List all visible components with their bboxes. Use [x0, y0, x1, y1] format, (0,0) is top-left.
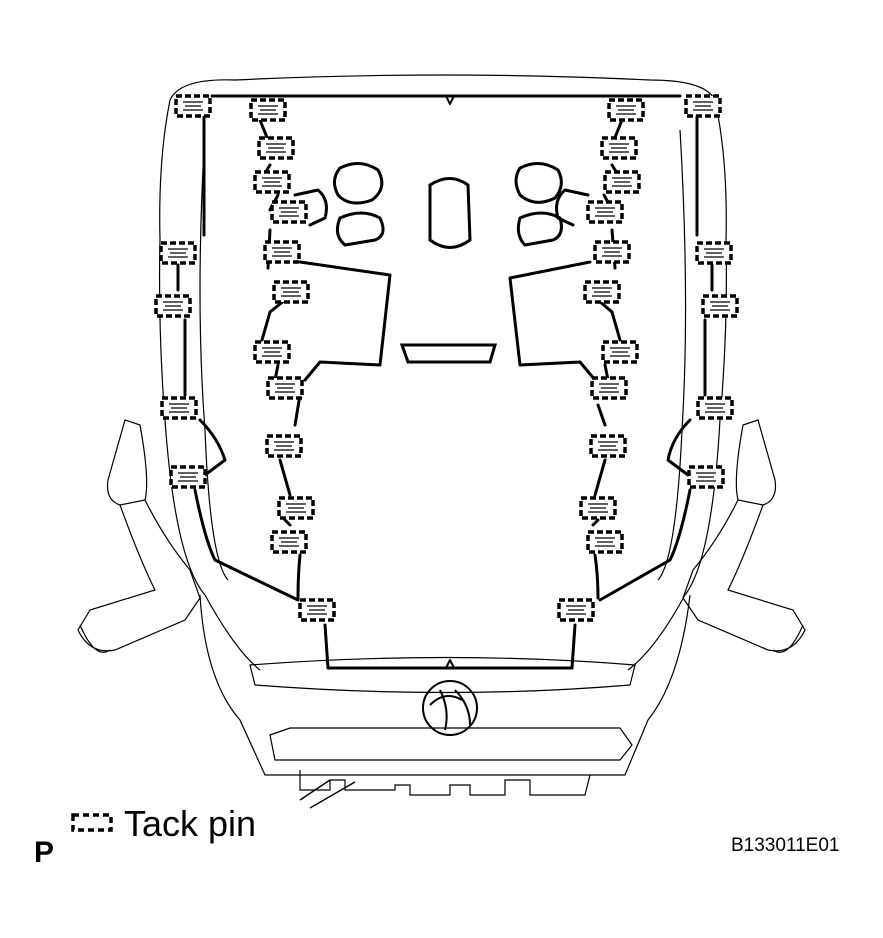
- tack-pin-10: [265, 434, 303, 458]
- tack-pin-9: [266, 376, 304, 400]
- tack-pin-12: [270, 530, 308, 554]
- tack-pin-8: [253, 340, 291, 364]
- tack-pin-32: [701, 294, 739, 318]
- tack-pin-16: [160, 396, 198, 420]
- tack-pin-21: [586, 200, 624, 224]
- tack-pin-14: [159, 241, 197, 265]
- tack-pin-15: [154, 294, 192, 318]
- tack-pin-24: [601, 340, 639, 364]
- tack-pin-11: [277, 496, 315, 520]
- tack-pins: [154, 94, 739, 622]
- tack-pin-7: [272, 280, 310, 304]
- view-label: P: [34, 836, 55, 869]
- tack-pin-31: [695, 241, 733, 265]
- seat-cutouts: [333, 162, 563, 364]
- tack-pin-legend-icon: [71, 813, 113, 832]
- tack-pin-34: [687, 465, 725, 489]
- tack-pin-1: [174, 94, 212, 118]
- tack-pin-26: [589, 434, 627, 458]
- figure-code: B133011E01: [731, 835, 840, 856]
- tack-pin-22: [593, 240, 631, 264]
- legend-label: Tack pin: [124, 803, 257, 844]
- tack-pin-28: [586, 530, 624, 554]
- tack-pin-19: [600, 136, 638, 160]
- tack-pin-13: [298, 598, 336, 622]
- seat-outline: [77, 74, 806, 809]
- tack-pin-20: [603, 170, 641, 194]
- tack-pin-5: [270, 200, 308, 224]
- tack-pin-27: [579, 496, 617, 520]
- tack-pin-18: [607, 98, 645, 122]
- tack-pin-4: [253, 170, 291, 194]
- tack-pin-2: [249, 98, 287, 122]
- tack-pin-33: [696, 396, 734, 420]
- tack-pin-6: [263, 240, 301, 264]
- tack-pin-29: [557, 598, 595, 622]
- tack-pin-17: [169, 465, 207, 489]
- tack-pin-3: [257, 136, 295, 160]
- tack-pin-23: [583, 280, 621, 304]
- tack-pin-30: [684, 94, 722, 118]
- tack-pin-25: [590, 376, 628, 400]
